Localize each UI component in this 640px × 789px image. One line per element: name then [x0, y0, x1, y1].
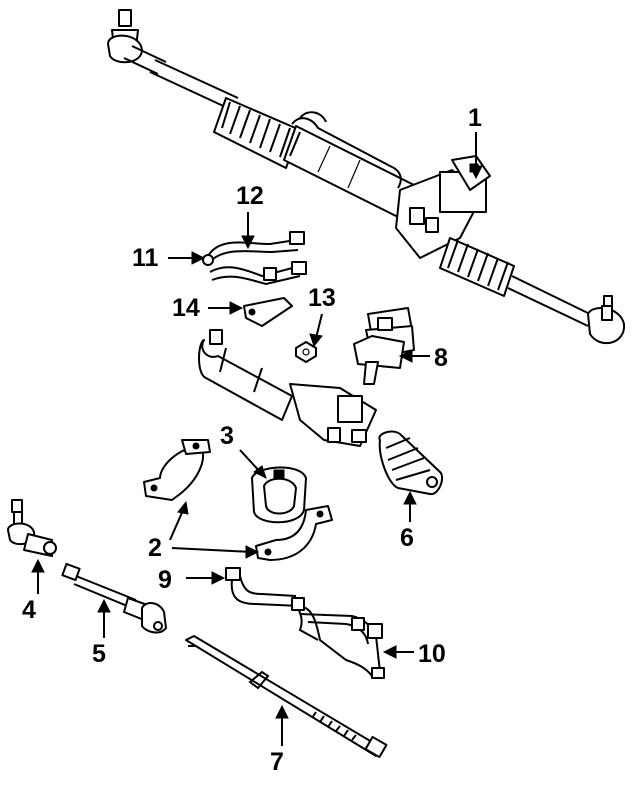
- rack-pressure-line: [291, 117, 402, 189]
- part-2-clamp-upper: [143, 439, 211, 501]
- callout-3: 3: [220, 422, 234, 450]
- callout-12: 12: [236, 182, 264, 210]
- leader-2a: [169, 507, 185, 541]
- part-14-bracket: [243, 297, 293, 327]
- callout-5: 5: [92, 640, 106, 668]
- rack-left-tie-rod: [154, 59, 239, 99]
- leader-2b: [171, 547, 253, 553]
- callout-9: 9: [158, 566, 172, 594]
- callout-13: 13: [308, 284, 336, 312]
- part-3-bushing: [251, 466, 307, 524]
- leader-13: [315, 313, 323, 339]
- callout-11: 11: [132, 244, 159, 272]
- callout-8: 8: [434, 344, 448, 372]
- part-6-bellows: [378, 430, 444, 496]
- part-7-rack: [185, 635, 388, 759]
- part-2-clamp-lower: [255, 505, 333, 561]
- rack-left-bellows: [213, 97, 301, 169]
- part-rack-housing: [198, 329, 377, 447]
- rack-right-tie-rod-end: [587, 295, 626, 344]
- part-1-rack-assembly: 1: [107, 9, 626, 344]
- part-13-nut: [295, 341, 317, 363]
- callout-10: 10: [418, 640, 446, 668]
- callout-7: 7: [270, 748, 284, 776]
- rack-left-tie-rod-end: [107, 9, 167, 75]
- callout-1: 1: [468, 104, 482, 132]
- callout-6: 6: [400, 524, 414, 552]
- part-12-line-assembly: [202, 231, 307, 286]
- part-4-tie-rod-end: [7, 499, 57, 557]
- rack-right-tie-rod: [511, 275, 595, 317]
- callout-2: 2: [148, 534, 162, 562]
- part-5-inner-tie-rod: [61, 562, 167, 634]
- rack-valve-body: [395, 155, 491, 259]
- rack-right-bellows: [439, 237, 515, 297]
- callout-4: 4: [22, 596, 36, 624]
- part-9-10-pressure-lines: [225, 567, 385, 679]
- callout-14: 14: [172, 294, 200, 322]
- part-8-control-valve: [353, 307, 415, 385]
